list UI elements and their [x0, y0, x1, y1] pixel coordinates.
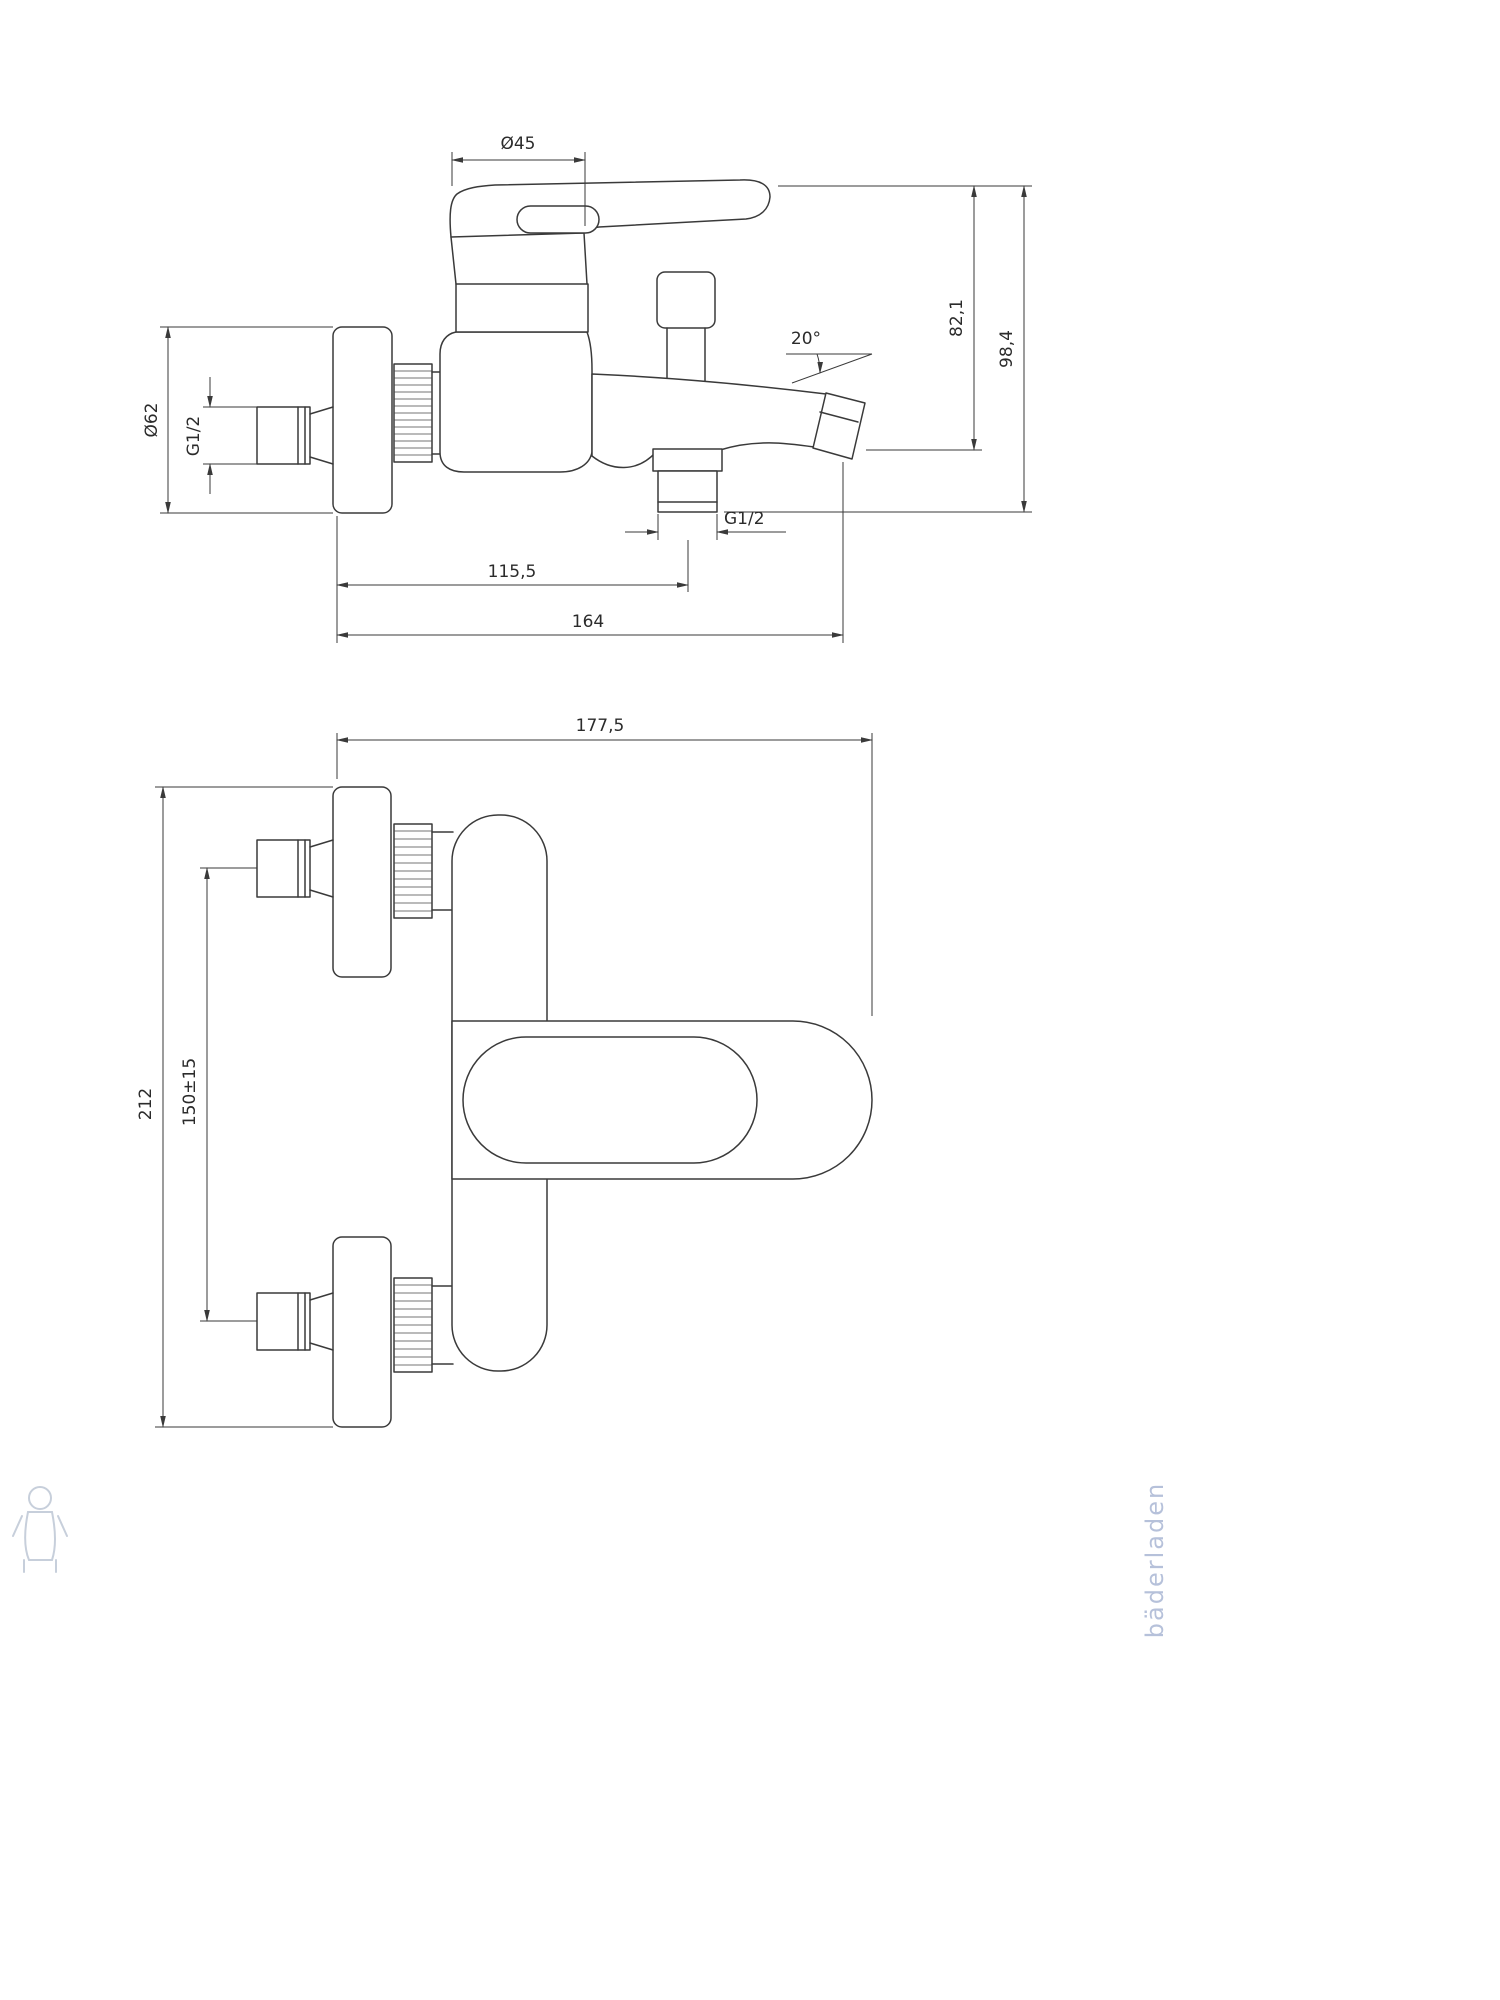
side-body — [439, 331, 593, 473]
dim-inlet-thread: G1/2 — [184, 377, 257, 494]
dim-label-overall-height: 212 — [136, 1088, 156, 1120]
dim-label-handle-diameter: Ø45 — [500, 134, 535, 154]
front-wall-nut-lower — [393, 1277, 454, 1373]
side-view: Ø45 82,1 98,4 Ø62 G1/2 20° — [142, 134, 1032, 643]
front-wall-nut-upper — [393, 823, 454, 919]
dim-label-wall-to-tip: 164 — [572, 612, 604, 632]
side-spout — [591, 373, 827, 469]
dim-label-flange-diameter: Ø62 — [142, 402, 162, 437]
dim-handle-diameter: Ø45 — [451, 134, 586, 226]
dim-label-total-height: 98,4 — [997, 330, 1017, 368]
front-inlet-lower — [256, 1292, 334, 1351]
dim-label-inlet-spacing: 150±15 — [180, 1058, 200, 1126]
side-lever-detail — [516, 205, 600, 234]
dim-label-spout-height: 82,1 — [947, 299, 967, 337]
front-escutcheon-lower — [332, 1236, 392, 1428]
side-aerator — [812, 392, 866, 460]
side-cartridge-collar — [455, 283, 589, 333]
dim-total-height: 98,4 — [724, 185, 1032, 513]
dim-wall-to-tip: 164 — [336, 462, 844, 643]
side-wall-nut — [393, 363, 442, 463]
dim-label-overall-width: 177,5 — [576, 716, 625, 736]
dim-flange-diameter: Ø62 — [142, 326, 333, 514]
front-view: 177,5 212 150±15 — [136, 716, 873, 1428]
side-lever — [449, 179, 771, 238]
dim-overall-width: 177,5 — [336, 716, 873, 1016]
side-inlet-connector — [256, 406, 334, 465]
dim-spout-angle: 20° — [786, 329, 873, 384]
dim-label-inlet-thread: G1/2 — [184, 416, 204, 457]
side-escutcheon — [332, 326, 393, 514]
dim-label-spout-angle: 20° — [791, 329, 821, 349]
dim-overall-height: 212 — [136, 786, 333, 1428]
dim-label-wall-to-outlet: 115,5 — [488, 562, 537, 582]
dim-spout-height: 82,1 — [778, 185, 1032, 451]
dim-outlet-thread: G1/2 — [625, 509, 786, 540]
side-shower-outlet — [652, 448, 723, 513]
watermark-logo — [12, 1486, 68, 1573]
dim-wall-to-outlet: 115,5 — [336, 516, 689, 643]
front-escutcheon-upper — [332, 786, 392, 978]
side-handle-dome — [450, 232, 588, 285]
side-diverter-knob — [656, 271, 716, 385]
dim-label-outlet-thread: G1/2 — [724, 509, 765, 529]
dim-inlet-spacing: 150±15 — [180, 867, 257, 1322]
front-inlet-upper — [256, 839, 334, 898]
front-lever — [462, 1036, 758, 1164]
watermark-shop-text: bäderladen — [1141, 1482, 1169, 1638]
